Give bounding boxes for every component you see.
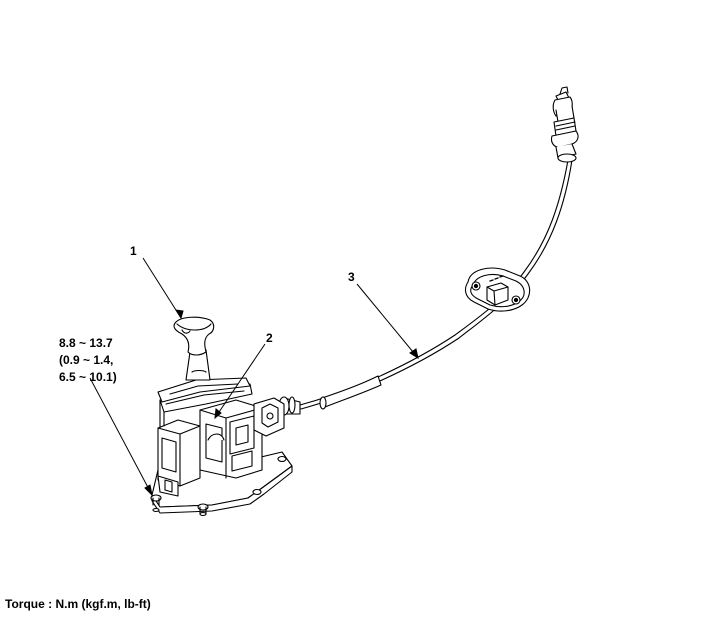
callout-3: 3 — [348, 270, 355, 284]
shift-lever-body — [150, 316, 293, 517]
torque-spec-line-2: (0.9 ~ 1.4, — [59, 353, 114, 367]
cable-bracket-plate — [464, 267, 531, 312]
cable-end-fitting — [550, 86, 579, 163]
callout-2: 2 — [266, 331, 273, 345]
callout-1: 1 — [130, 244, 137, 258]
torque-spec-line-3: 6.5 ~ 10.1) — [59, 370, 117, 384]
mounting-bolt — [150, 455, 287, 517]
torque-unit-note: Torque : N.m (kgf.m, lb-ft) — [5, 597, 151, 611]
torque-spec-label: 8.8 ~ 13.7 (0.9 ~ 1.4, 6.5 ~ 10.1) — [59, 335, 117, 386]
leader-lines — [89, 257, 419, 497]
torque-spec-line-1: 8.8 ~ 13.7 — [59, 336, 113, 350]
shift-knob — [173, 316, 215, 356]
